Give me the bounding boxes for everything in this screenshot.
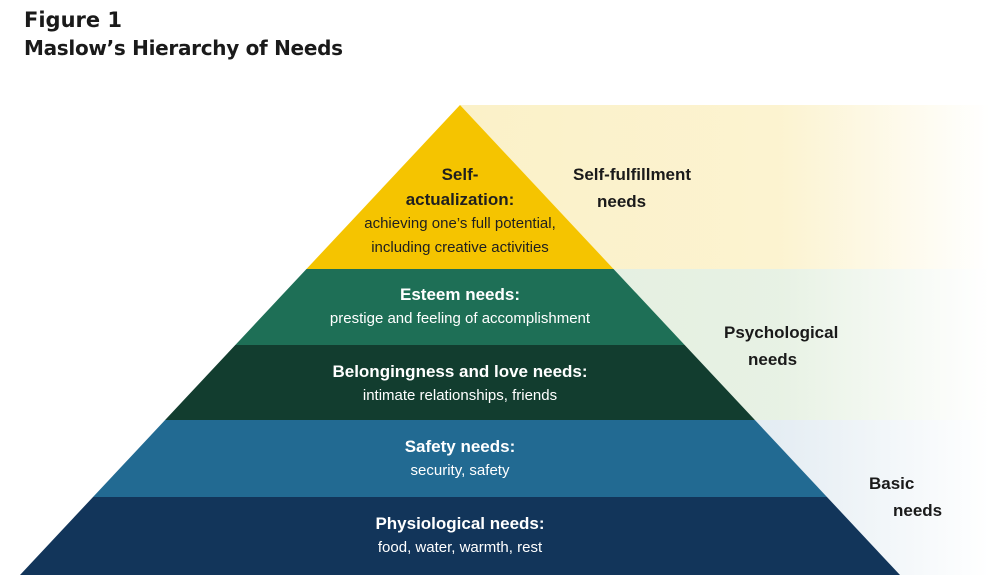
pyramid-tier-1 <box>235 269 685 345</box>
pyramid-tier-2 <box>165 345 755 420</box>
tier-4-desc-line-0: food, water, warmth, rest <box>378 539 543 556</box>
figure-number: Figure 1 <box>24 8 123 32</box>
tier-4-title-line-0: Physiological needs: <box>375 514 544 533</box>
tier-0-title-line-1: actualization: <box>406 190 515 209</box>
figure-header: Figure 1 Maslow’s Hierarchy of Needs <box>24 6 343 62</box>
figure-title: Maslow’s Hierarchy of Needs <box>24 36 343 60</box>
tier-2-desc-line-0: intimate relationships, friends <box>363 387 557 404</box>
pyramid-tier-4 <box>20 497 900 575</box>
tier-0-title-line-0: Self- <box>442 165 479 184</box>
category-1-label-line-1: needs <box>748 350 797 369</box>
category-2-label-line-0: Basic <box>869 474 914 493</box>
category-0-label-line-0: Self-fulfillment <box>573 165 691 184</box>
tier-0-desc-line-0: achieving one’s full potential, <box>364 215 556 232</box>
category-labels: Self-fulfillmentneedsPsychologicalneedsB… <box>573 165 942 520</box>
tier-2-title-line-0: Belongingness and love needs: <box>332 362 587 381</box>
pyramid-tier-0 <box>306 105 614 269</box>
pyramid-tier-3 <box>93 420 827 497</box>
pyramid-tiers <box>20 105 900 575</box>
category-0-label-line-1: needs <box>597 192 646 211</box>
tier-3-desc-line-0: security, safety <box>411 462 510 479</box>
tier-0-desc-line-1: including creative activities <box>371 239 549 256</box>
tier-1-title-line-0: Esteem needs: <box>400 285 520 304</box>
pyramid-tier-labels: Self-actualization: achieving one’s full … <box>330 165 591 556</box>
tier-1-desc-line-0: prestige and feeling of accomplishment <box>330 310 591 327</box>
category-band-0 <box>460 105 990 269</box>
category-2-label-line-1: needs <box>893 501 942 520</box>
category-1-label-line-0: Psychological <box>724 323 838 342</box>
tier-3-title-line-0: Safety needs: <box>405 437 516 456</box>
